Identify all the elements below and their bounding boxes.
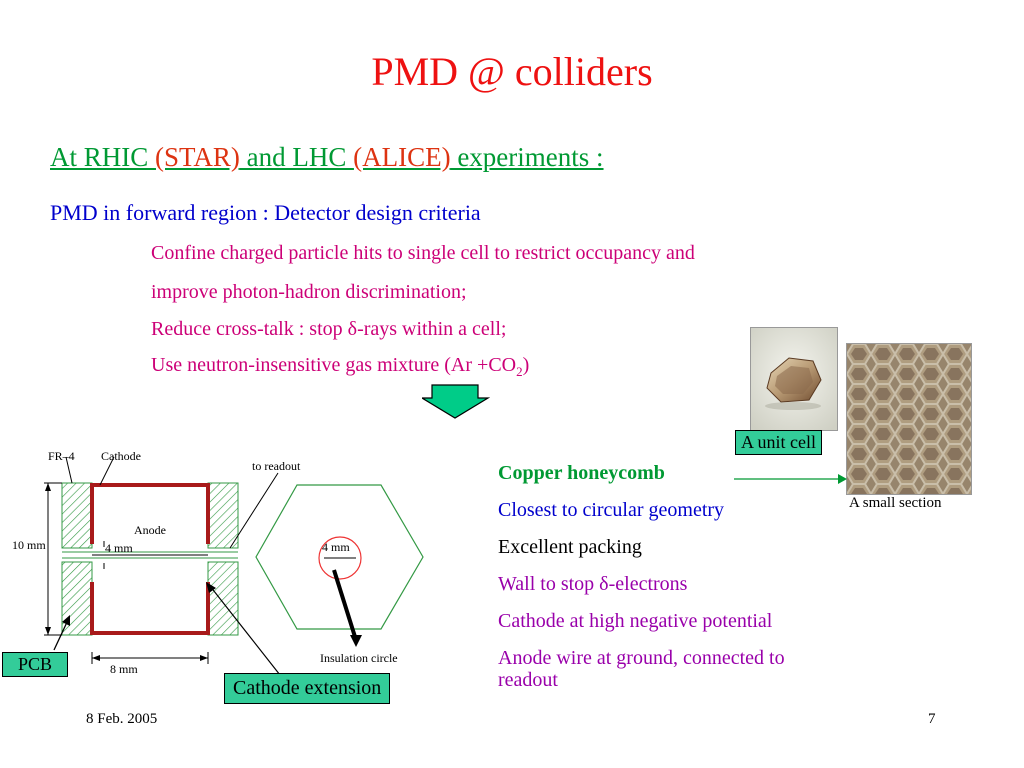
- four-mm-left-label: 4 mm: [105, 541, 133, 555]
- criteria-4-post: ): [522, 354, 530, 376]
- insulation-circle: [318, 536, 362, 580]
- fr4-label: FR–4: [48, 449, 75, 463]
- subtitle-part2: and LHC: [239, 142, 354, 172]
- feature-anode-wire: Anode wire at ground, connected to reado…: [498, 647, 785, 691]
- feature-6-line-a: Anode wire at ground, connected to: [498, 647, 785, 669]
- feature-4-pre: Wall to stop: [498, 573, 600, 595]
- insulation-circle-label: Insulation circle: [320, 651, 398, 665]
- feature-6-line-b: readout: [498, 669, 558, 691]
- subtitle-part1: At RHIC: [50, 142, 156, 172]
- four-mm-right-label: 4 mm: [322, 540, 350, 554]
- criteria-3-pre: Reduce cross-talk : stop: [151, 318, 348, 340]
- feature-copper-honeycomb: Copper honeycomb: [498, 462, 665, 484]
- feature-wall-stop: Wall to stop δ-electrons: [498, 573, 687, 596]
- page-number: 7: [928, 711, 936, 727]
- feature-excellent-packing: Excellent packing: [498, 536, 642, 558]
- feature-4-post: -electrons: [608, 573, 688, 595]
- down-arrow-icon: [422, 384, 490, 419]
- cathode-top: [90, 483, 210, 544]
- fr4-block-bottom-right: [207, 561, 239, 636]
- ten-mm-label: 10 mm: [12, 538, 46, 552]
- cathode-bottom: [90, 582, 210, 635]
- fr4-block-top-left: [61, 482, 93, 549]
- small-section-photo: [846, 343, 972, 495]
- feature-cathode-potential: Cathode at high negative potential: [498, 610, 773, 632]
- cathode-diagram-label: Cathode: [101, 449, 141, 463]
- feature-circular-geometry: Closest to circular geometry: [498, 499, 725, 521]
- slide-title: PMD @ colliders: [371, 49, 653, 94]
- delta-symbol: δ: [347, 318, 358, 340]
- subtitle: At RHIC (STAR) and LHC (ALICE) experimen…: [50, 142, 604, 173]
- criteria-line-1: Confine charged particle hits to single …: [151, 242, 695, 264]
- unit-cell-photo: [750, 327, 838, 431]
- subtitle-star: (STAR): [155, 142, 240, 172]
- fr4-block-top-right: [207, 482, 239, 549]
- hexagon-cell: [255, 484, 424, 630]
- footer-date: 8 Feb. 2005: [86, 711, 158, 727]
- criteria-line-3: Reduce cross-talk : stop δ-rays within a…: [151, 318, 506, 341]
- to-readout-label: to readout: [252, 459, 301, 473]
- criteria-line-4: Use neutron-insensitive gas mixture (Ar …: [151, 354, 529, 380]
- pointer-arrow-icon: [734, 474, 847, 484]
- cathode-extension-leader: [206, 582, 281, 676]
- design-criteria-heading: PMD in forward region : Detector design …: [50, 200, 481, 225]
- criteria-line-2: improve photon-hadron discrimination;: [151, 281, 467, 303]
- eight-mm-label: 8 mm: [110, 662, 138, 676]
- unit-cell-label: A unit cell: [735, 430, 822, 455]
- small-section-label: A small section: [849, 495, 942, 511]
- cell-cross-section-diagram: FR–4 Cathode to readout Anode 10 mm 4 mm…: [12, 449, 424, 676]
- delta-symbol-2: δ: [599, 573, 609, 595]
- anode-label: Anode: [134, 523, 166, 537]
- criteria-4-pre: Use neutron-insensitive gas mixture (Ar …: [151, 354, 517, 376]
- pcb-label: PCB: [2, 652, 68, 677]
- pcb-arrow-icon: [53, 615, 70, 651]
- criteria-3-post: -rays within a cell;: [357, 318, 507, 340]
- cathode-extension-label: Cathode extension: [224, 673, 391, 704]
- subtitle-part3: experiments :: [450, 142, 604, 172]
- subtitle-alice: (ALICE): [353, 142, 451, 172]
- criteria-4-sub: 2: [516, 364, 523, 379]
